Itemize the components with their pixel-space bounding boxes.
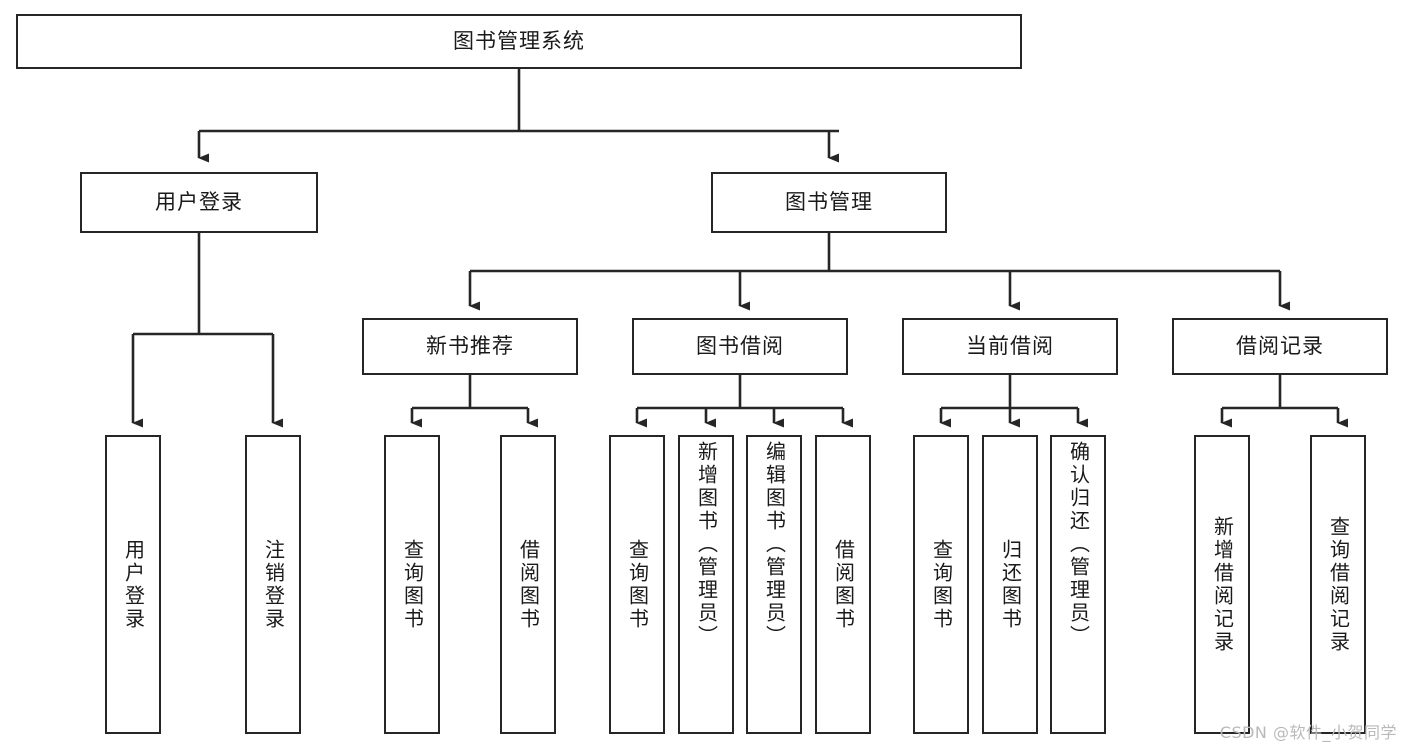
leaf-current-borrow-query-book[interactable]: 查询图书 [913,435,969,734]
node-label: 编辑图书（管理员） [762,441,787,648]
node-label: 图书管理 [785,189,873,214]
node-root-book-management-system[interactable]: 图书管理系统 [16,14,1022,69]
leaf-book-borrow-edit-book-admin[interactable]: 编辑图书（管理员） [746,435,802,734]
node-label: 用户登录 [121,538,146,631]
node-book-borrow[interactable]: 图书借阅 [632,318,848,375]
leaf-current-borrow-confirm-return-admin[interactable]: 确认归还（管理员） [1050,435,1106,734]
node-label: 查询借阅记录 [1326,515,1351,654]
leaf-borrow-record-add-record[interactable]: 新增借阅记录 [1194,435,1250,734]
node-label: 归还图书 [998,538,1023,631]
leaf-book-borrow-query-book[interactable]: 查询图书 [609,435,665,734]
leaf-book-borrow-add-book-admin[interactable]: 新增图书（管理员） [678,435,734,734]
node-label: 借阅记录 [1236,333,1324,358]
node-label: 用户登录 [155,189,243,214]
node-label: 注销登录 [261,538,286,631]
node-book-management[interactable]: 图书管理 [711,172,947,233]
node-borrow-record[interactable]: 借阅记录 [1172,318,1388,375]
node-label: 借阅图书 [516,538,541,631]
node-label: 查询图书 [625,538,650,631]
node-label: 新增借阅记录 [1210,515,1235,654]
node-current-borrow[interactable]: 当前借阅 [902,318,1118,375]
node-user-login[interactable]: 用户登录 [80,172,318,233]
node-label: 新书推荐 [426,333,514,358]
node-label: 图书借阅 [696,333,784,358]
node-label: 借阅图书 [831,538,856,631]
leaf-user-login-logout[interactable]: 注销登录 [245,435,301,734]
node-label: 查询图书 [929,538,954,631]
node-label: 新增图书（管理员） [694,441,719,648]
leaf-book-borrow-borrow-book[interactable]: 借阅图书 [815,435,871,734]
node-new-book-recommend[interactable]: 新书推荐 [362,318,578,375]
leaf-user-login-do-login[interactable]: 用户登录 [105,435,161,734]
node-label: 查询图书 [400,538,425,631]
node-label: 图书管理系统 [453,28,585,53]
leaf-current-borrow-return-book[interactable]: 归还图书 [982,435,1038,734]
node-label: 当前借阅 [966,333,1054,358]
node-label: 确认归还（管理员） [1066,441,1091,648]
leaf-new-book-borrow-book[interactable]: 借阅图书 [500,435,556,734]
leaf-new-book-query-book[interactable]: 查询图书 [384,435,440,734]
leaf-borrow-record-query-record[interactable]: 查询借阅记录 [1310,435,1366,734]
